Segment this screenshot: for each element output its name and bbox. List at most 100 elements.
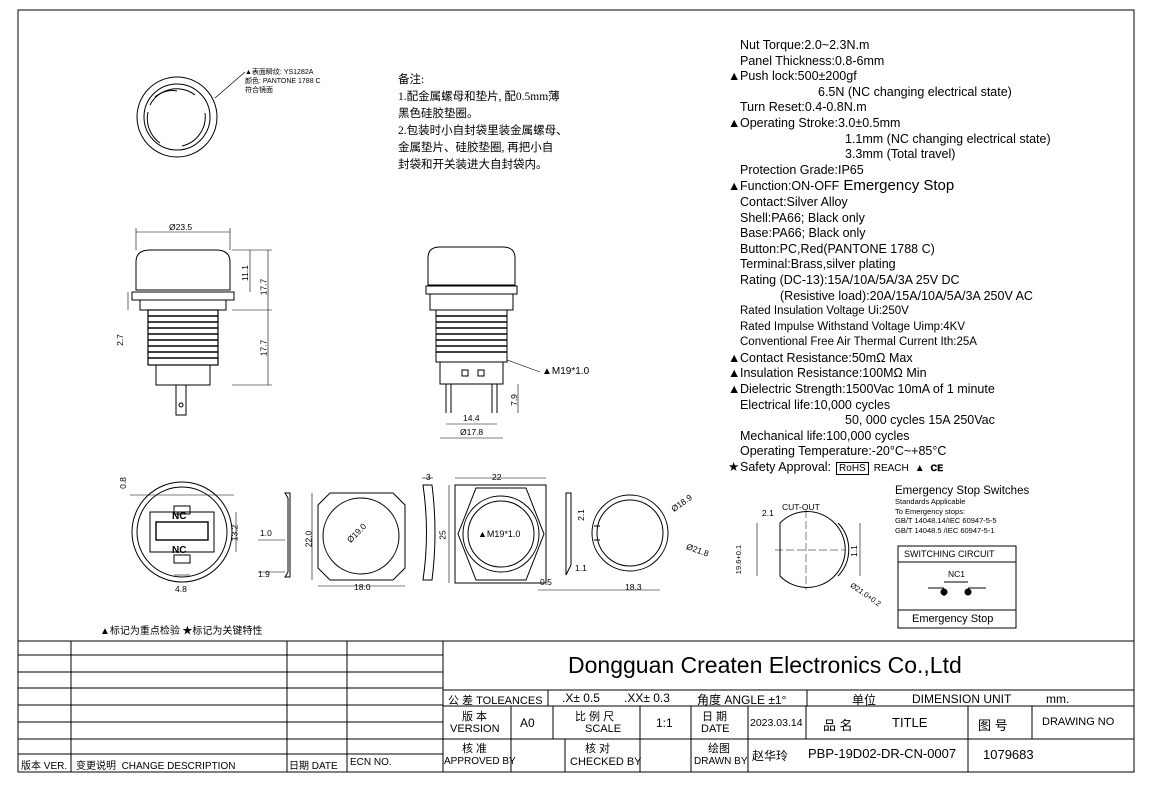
unit-value: mm. [1046, 692, 1070, 706]
spec-mark: ▲ [728, 382, 741, 397]
surface-note: ▲表面瞬纹: YS1282A 颜色: PANTONE 1788 C 符合镜面 [245, 68, 321, 95]
spec-mark: ★ [728, 460, 740, 475]
surface-note-line: ▲表面瞬纹: YS1282A [245, 69, 314, 76]
ring-washer [538, 492, 669, 591]
spec-line: Conventional Free Air Thermal Current It… [728, 335, 1051, 351]
spec-line: Rated Impulse Withstand Voltage Uimp:4KV [728, 320, 1051, 336]
thin-washer [422, 477, 436, 581]
dim-label: 22.0 [303, 530, 314, 548]
dim-label: 1.0 [260, 528, 272, 538]
spec-line: Rated Insulation Voltage Ui:250V [728, 304, 1051, 320]
dim-label: 7.9 [508, 394, 519, 406]
ce-mark-icon: 𝐂𝐄 [930, 463, 944, 474]
tol-label: 公 差 TOLEANCES [448, 692, 543, 708]
dim-label: 18.0 [354, 582, 371, 592]
date-value: 2023.03.14 [750, 717, 803, 729]
angle-tolerance: 角度 ANGLE ±1° [697, 693, 787, 707]
spec-text: Shell:PA66; Black only [740, 210, 865, 225]
spec-text: 50, 000 cycles 15A 250Vac [845, 413, 995, 428]
spec-mark: ▲ [728, 366, 741, 381]
dim-label: 0.8 [117, 477, 128, 489]
checked-cn: 核 对 [585, 743, 611, 755]
spec-text: Rated Insulation Voltage Ui:250V [740, 305, 909, 318]
surface-note-line: 颜色: PANTONE 1788 C [245, 78, 321, 85]
notes-label: 备注: [398, 74, 425, 86]
notes-line: 黑色硅胶垫圈。 [398, 108, 479, 120]
version-cn: 版 本 [462, 711, 488, 723]
legend-note: ▲标记为重点检验 ★标记为关键特性 [100, 626, 263, 637]
spec-text: 1.1mm (NC changing electrical state) [845, 131, 1051, 146]
washer-side [258, 492, 291, 578]
version-value: A0 [520, 716, 535, 730]
rev-desc-en: CHANGE DESCRIPTION [121, 761, 236, 772]
spec-line: ▲Push lock:500±200gf [728, 69, 1051, 85]
switching-circuit-title: SWITCHING CIRCUIT [904, 549, 995, 559]
standards: Emergency Stop Switches Standards Applic… [895, 485, 1029, 535]
spec-line: ▲Operating Stroke:3.0±0.5mm [728, 116, 1051, 132]
spec-line: Turn Reset:0.4-0.8N.m [728, 100, 1051, 116]
reach-label: REACH [873, 463, 909, 475]
drawing-cn: 图 号 [978, 718, 1008, 733]
company-name: Dongguan Createn Electronics Co.,Ltd [568, 652, 962, 678]
spec-text: Electrical life:10,000 cycles [740, 397, 891, 412]
spec-text: Turn Reset:0.4-0.8N.m [740, 100, 867, 115]
dim-label: 3 [426, 472, 431, 482]
checked-en: CHECKED BY [570, 756, 642, 768]
spec-text: Rated Impulse Withstand Voltage Uimp:4KV [740, 320, 966, 333]
dim-label: 25 [437, 530, 448, 540]
spec-mark: ▲ [728, 350, 741, 365]
side-view-center [425, 246, 541, 439]
spec-mark: ▲ [728, 115, 741, 130]
dim-label: 22 [492, 472, 502, 482]
drawing-en: DRAWING NO [1042, 716, 1115, 728]
spec-text: (Resistive load):20A/15A/10A/5A/3A 250V … [780, 288, 1033, 303]
spec-line: 3.3mm (Total travel) [728, 147, 1051, 163]
spec-text: Panel Thickness:0.8-6mm [740, 53, 885, 68]
spec-text: Protection Grade:IP65 [740, 162, 864, 177]
dim-label: Ø23.5 [169, 222, 193, 232]
notes-cn: 备注: 1.配金属螺母和垫片, 配0.5mm薄 黑色硅胶垫圈。 2.包装时小自封… [398, 72, 568, 174]
square-nut [311, 492, 406, 587]
spec-line: 1.1mm (NC changing electrical state) [728, 132, 1051, 148]
side-view-left [127, 228, 272, 416]
dim-label: 2.7 [114, 334, 125, 346]
spec-text: Base:PA66; Black only [740, 226, 866, 241]
dim-label: 11.1 [239, 265, 250, 281]
spec-text: Rating (DC-13):15A/10A/5A/3A 25V DC [740, 272, 960, 287]
spec-line: Mechanical life:100,000 cycles [728, 429, 1051, 445]
standards-title: Emergency Stop Switches [895, 485, 1030, 497]
spec-text: Function:ON-OFF [740, 179, 840, 194]
standards-line: Standards Applicable [895, 497, 966, 506]
nc-label: NC [172, 545, 187, 556]
rev-ver: 版本 VER. [21, 761, 68, 772]
date-cn: 日 期 [702, 711, 728, 723]
scale-en: SCALE [585, 723, 622, 735]
title-cn: 品 名 [823, 718, 853, 733]
scale-cn: 比 例 尺 [575, 711, 615, 723]
button-top-view [136, 71, 246, 158]
spec-text: Insulation Resistance:100MΩ Min [740, 366, 927, 381]
drawn-en: DRAWN BY [694, 756, 748, 767]
warning-triangle-icon: ▲ [914, 463, 925, 475]
dim-label: Ø17.8 [460, 427, 484, 437]
spec-text: Mechanical life:100,000 cycles [740, 428, 910, 443]
rev-ecn: ECN NO. [350, 757, 392, 768]
spec-text: Push lock:500±200gf [740, 69, 857, 84]
standards-line: GB/T 14048.5 /IEC 60947-5-1 [895, 525, 995, 535]
notes-line: 1.配金属螺母和垫片, 配0.5mm薄 [398, 91, 560, 103]
dim-label: 18.3 [625, 582, 642, 592]
spec-text: Conventional Free Air Thermal Current It… [740, 336, 977, 349]
scale-value: 1:1 [656, 716, 673, 730]
unit-cn: 单位 [852, 693, 877, 707]
cutout-dim: 2.1 [762, 508, 774, 518]
spec-text: Dielectric Strength:1500Vac 10mA of 1 mi… [740, 382, 995, 397]
notes-line: 封袋和开关装进大自封袋内。 [398, 159, 548, 171]
spec-line: Panel Thickness:0.8-6mm [728, 54, 1051, 70]
standards-line: GB/T 14048.14/IEC 60947-5-5 [895, 516, 997, 525]
spec-line: Protection Grade:IP65 [728, 163, 1051, 179]
dim-label: 17.7 [258, 278, 269, 296]
drawn-value: 赵华玲 [752, 749, 789, 763]
nc-label: NC [172, 511, 187, 522]
